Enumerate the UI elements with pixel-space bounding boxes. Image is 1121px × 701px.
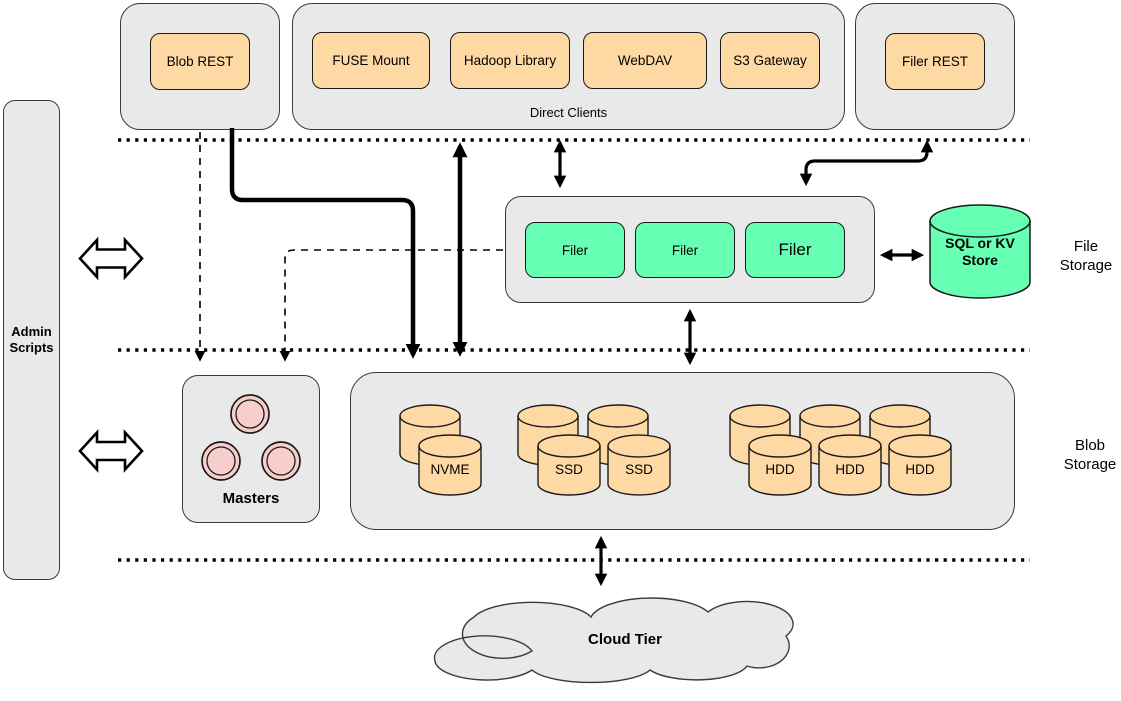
hdd-label-2: HDD [835, 461, 865, 477]
filer-node-2: Filer [635, 222, 735, 278]
filer-node-3: Filer [745, 222, 845, 278]
blob-storage-tier-label: Blob Storage [1063, 437, 1117, 473]
connector-blobrest-to-volumes [229, 128, 421, 359]
sql-kv-store-label: SQL or KV Store [945, 234, 1015, 269]
filer-node-1: Filer [525, 222, 625, 278]
ssd-label-1: SSD [555, 461, 583, 477]
admin-scripts-label: Admin Scripts [9, 323, 54, 355]
masters-label: Masters [222, 490, 280, 508]
filer-rest-label: Filer REST [901, 54, 968, 69]
fuse-mount-label: FUSE Mount [332, 53, 410, 68]
webdav-label: WebDAV [617, 53, 673, 68]
s3-gateway-node: S3 Gateway [720, 32, 820, 89]
admin-double-arrow-file-tier [78, 236, 144, 281]
direct-clients-caption: Direct Clients [529, 104, 608, 120]
hadoop-library-node: Hadoop Library [450, 32, 570, 89]
fuse-mount-node: FUSE Mount [312, 32, 430, 89]
webdav-node: WebDAV [583, 32, 707, 89]
connector-filerrest-to-filers [799, 139, 934, 187]
filer-rest-node: Filer REST [885, 33, 985, 90]
filer-label-3: Filer [778, 240, 812, 259]
s3-gateway-label: S3 Gateway [733, 53, 807, 68]
blob-rest-node: Blob REST [150, 33, 250, 90]
admin-double-arrow-blob-tier [78, 429, 144, 473]
masters-group: Masters [182, 375, 320, 523]
connector-filers-to-masters [279, 249, 503, 362]
volume-servers-group [350, 372, 1015, 530]
hdd-label-1: HDD [765, 461, 795, 477]
hadoop-library-label: Hadoop Library [463, 53, 557, 68]
filer-label-2: Filer [671, 242, 699, 258]
admin-scripts-panel: Admin Scripts [3, 100, 60, 580]
file-storage-tier-label: File Storage [1059, 238, 1113, 274]
hdd-label-3: HDD [905, 461, 935, 477]
blob-rest-label: Blob REST [166, 54, 234, 69]
ssd-label-2: SSD [625, 461, 653, 477]
filer-label-1: Filer [561, 242, 589, 258]
cloud-tier-label: Cloud Tier [588, 630, 662, 648]
nvme-label: NVME [430, 461, 470, 477]
